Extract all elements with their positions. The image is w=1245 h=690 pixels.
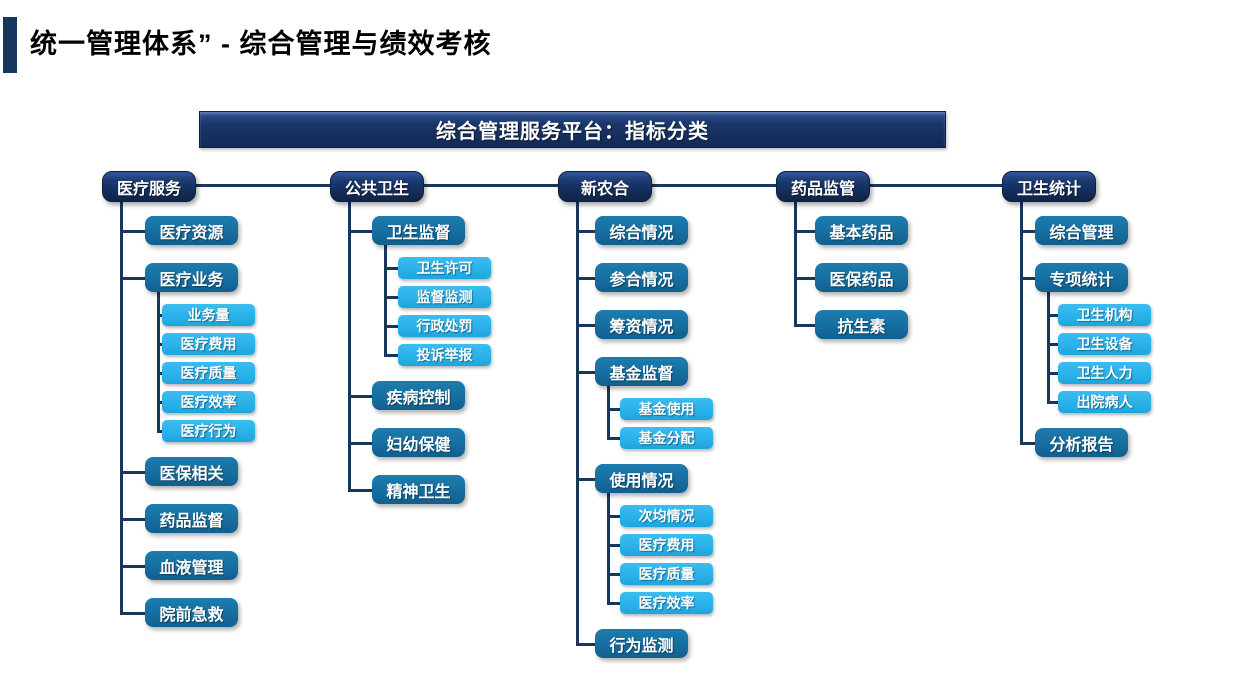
tree-node: 投诉举报 [398,344,491,366]
tree-node: 监督监测 [398,286,491,308]
tree-node: 医疗费用 [162,333,255,355]
connector-line [576,230,595,233]
tree-node-health-statistics: 卫生统计 [1002,171,1096,202]
connector-line [607,515,620,518]
tree-node: 医保药品 [815,263,908,292]
connector-line [1047,372,1058,375]
tree-node: 行为监测 [595,629,688,658]
connector-line [120,612,145,615]
tree-node: 次均情况 [620,505,713,527]
tree-node: 医疗效率 [162,391,255,413]
tree-node: 综合管理 [1035,216,1128,245]
connector-line [607,493,610,604]
connector-line [120,230,145,233]
connector-line [607,408,620,411]
connector-line [794,277,815,280]
tree-node: 专项统计 [1035,263,1128,292]
connector-line [1047,314,1058,317]
connector-line [794,202,797,326]
tree-node: 医疗质量 [620,563,713,585]
connector-line [120,277,145,280]
tree-node: 使用情况 [595,464,688,493]
connector-line [607,437,620,440]
connector-line [794,324,815,327]
connector-line [607,573,620,576]
connector-line [1020,230,1035,233]
tree-node: 院前急救 [145,598,238,627]
connector-line [348,395,372,398]
connector-line [384,267,398,270]
tree-node: 医疗费用 [620,534,713,556]
tree-node: 医疗资源 [145,216,238,245]
tree-node: 药品监督 [145,504,238,533]
connector-line [576,202,579,645]
connector-line [348,442,372,445]
connector-line [576,478,595,481]
tree-node-medical-service: 医疗服务 [102,171,196,202]
tree-node: 医疗行为 [162,420,255,442]
tree-node: 卫生设备 [1058,333,1151,355]
connector-line [1020,442,1035,445]
tree-node-new-rural-coop: 新农合 [558,171,652,202]
tree-node: 分析报告 [1035,428,1128,457]
connector-line [384,354,398,357]
connector-line [607,386,610,439]
tree-node: 抗生素 [815,310,908,339]
tree-node: 妇幼保健 [372,428,465,457]
tree-node: 精神卫生 [372,475,465,504]
tree-node-drug-supervision: 药品监管 [776,171,870,202]
connector-line [348,202,351,491]
connector-line [120,471,145,474]
connector-line [1020,202,1023,444]
connector-line [607,544,620,547]
tree-node: 基金分配 [620,427,713,449]
tree-node: 综合情况 [595,216,688,245]
connector-line [1047,343,1058,346]
tree-node: 筹资情况 [595,310,688,339]
connector-line [607,602,620,605]
connector-line [384,245,387,356]
tree-node-public-health: 公共卫生 [330,171,424,202]
tree-node: 业务量 [162,304,255,326]
tree-node: 卫生机构 [1058,304,1151,326]
tree-node: 医疗效率 [620,592,713,614]
tree-node: 医疗业务 [145,263,238,292]
tree-node: 基金监督 [595,357,688,386]
connector-line [120,202,123,614]
tree-node: 卫生监督 [372,216,465,245]
connector-line [348,489,372,492]
connector-line [384,325,398,328]
banner-title: 综合管理服务平台：指标分类 [436,121,709,143]
connector-line [120,518,145,521]
connector-line [576,324,595,327]
tree-node: 医疗质量 [162,362,255,384]
tree-node: 血液管理 [145,551,238,580]
connector-line [157,292,160,432]
tree-node: 基金使用 [620,398,713,420]
connector-line [120,565,145,568]
connector-line [384,296,398,299]
tree-node: 参合情况 [595,263,688,292]
tree-node: 医保相关 [145,457,238,486]
connector-line [1047,292,1050,403]
connector-line [576,643,595,646]
connector-line [348,230,372,233]
tree-node: 行政处罚 [398,315,491,337]
connector-line [1047,401,1058,404]
tree-node: 出院病人 [1058,391,1151,413]
tree-node: 卫生许可 [398,257,491,279]
connector-line [576,277,595,280]
connector-line [1020,277,1035,280]
title-accent-bar [3,17,17,73]
connector-line [576,371,595,374]
page-title: 统一管理体系” - 综合管理与绩效考核 [30,29,492,59]
tree-node: 卫生人力 [1058,362,1151,384]
tree-node: 疾病控制 [372,381,465,410]
banner: 综合管理服务平台：指标分类 [199,111,946,148]
tree-node: 基本药品 [815,216,908,245]
connector-line [794,230,815,233]
